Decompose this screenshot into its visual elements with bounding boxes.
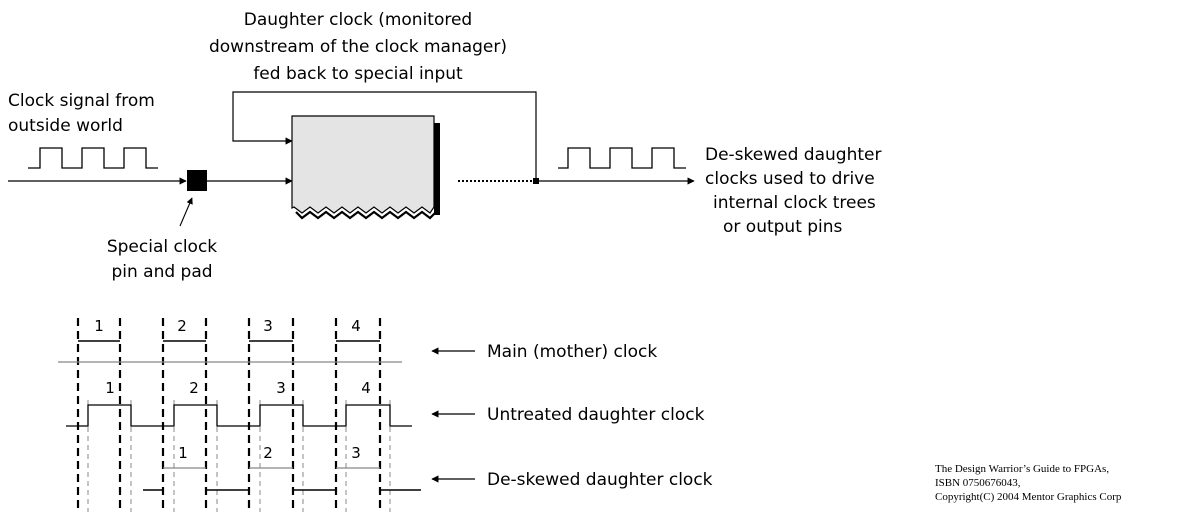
untreated-clock-number-2: 2 — [189, 379, 199, 397]
main-clock-number-4: 4 — [351, 317, 361, 335]
untreated-clock-number-3: 3 — [276, 379, 286, 397]
deskewed-clock-label: De-skewed daughter clock — [487, 470, 713, 490]
main-clock-label: Main (mother) clock — [487, 342, 657, 362]
copyright-line-3: Copyright(C) 2004 Mentor Graphics Corp — [935, 491, 1122, 503]
feedback-label-line-3: fed back to special input — [253, 64, 463, 84]
output-label-line-3: internal clock trees — [713, 193, 876, 213]
clock-manager-box — [291, 115, 440, 220]
untreated-clock-number-4: 4 — [361, 379, 371, 397]
pin-label: Special clock pin and pad — [107, 237, 217, 282]
untreated-clock-waveform — [66, 404, 412, 427]
feedback-label: Daughter clock (monitored downstream of … — [209, 10, 507, 84]
output-label-line-2: clocks used to drive — [705, 169, 875, 189]
copyright-note: The Design Warrior’s Guide to FPGAs, ISB… — [935, 463, 1122, 503]
untreated-clock-label: Untreated daughter clock — [487, 405, 705, 425]
main-clock-number-1: 1 — [94, 317, 104, 335]
untreated-clock-number-1: 1 — [105, 379, 115, 397]
output-clock-waveform — [558, 147, 686, 169]
pad-pointer-arrow — [179, 197, 193, 227]
feedback-tap-node — [533, 178, 539, 184]
pin-label-line-2: pin and pad — [111, 262, 212, 282]
deskewed-clock-number-2: 2 — [263, 444, 273, 462]
deskewed-clock-number-3: 3 — [351, 444, 361, 462]
main-clock-number-3: 3 — [263, 317, 273, 335]
output-label-line-1: De-skewed daughter — [705, 145, 881, 165]
feedback-loop-line — [232, 91, 537, 181]
output-label: De-skewed daughter clocks used to drive … — [705, 145, 881, 237]
input-clock-waveform — [28, 147, 158, 169]
timing-guides-thin — [87, 400, 391, 512]
main-clock-number-2: 2 — [177, 317, 187, 335]
pin-label-line-1: Special clock — [107, 237, 217, 257]
output-label-line-4: or output pins — [723, 217, 843, 237]
main-clock-row: 1 2 3 4 — [58, 317, 402, 363]
timing-guides-thick — [76, 318, 382, 512]
deskewed-clock-row: 1 2 3 — [143, 444, 421, 491]
copyright-line-2: ISBN 0750676043, — [935, 477, 1021, 489]
source-label-line-1: Clock signal from — [8, 91, 155, 111]
untreated-clock-row: 1 2 3 4 — [66, 379, 412, 427]
feedback-label-line-2: downstream of the clock manager) — [209, 37, 507, 57]
deskewed-clock-number-1: 1 — [178, 444, 188, 462]
source-label: Clock signal from outside world — [8, 91, 155, 136]
feedback-label-line-1: Daughter clock (monitored — [244, 10, 472, 30]
source-label-line-2: outside world — [8, 116, 123, 136]
copyright-line-1: The Design Warrior’s Guide to FPGAs, — [935, 463, 1109, 475]
clock-pad — [187, 170, 207, 191]
